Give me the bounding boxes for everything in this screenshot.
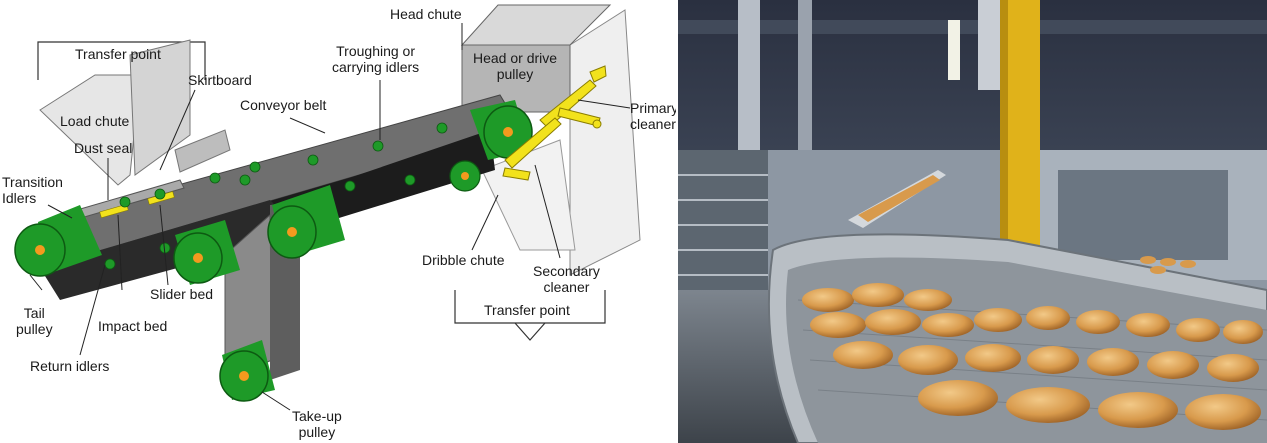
label-dribble-chute: Dribble chute	[422, 252, 505, 268]
impact-bed-bar	[99, 203, 129, 219]
carrying-idlers-icon	[119, 122, 448, 208]
label-head-chute: Head chute	[390, 6, 462, 22]
label-slider-bed: Slider bed	[150, 286, 214, 302]
return-pulley-icon	[173, 220, 240, 285]
head-chute-side	[569, 9, 641, 276]
label-dust-seal: Dust seal	[74, 140, 133, 156]
return-idlers-icon	[104, 174, 416, 270]
label-transfer-point-right: Transfer point	[484, 302, 570, 318]
transfer-point-bracket-left	[37, 41, 206, 80]
label-skirtboard: Skirtboard	[188, 72, 252, 88]
label-tail-pulley: Tail pulley	[16, 305, 53, 337]
label-return-idlers: Return idlers	[30, 358, 110, 374]
tail-pulley-icon	[14, 205, 102, 277]
transfer-point-pointer	[514, 322, 546, 341]
load-chute-left	[39, 74, 141, 186]
bakery-conveyor-photo	[678, 0, 1267, 443]
conveyor-diagram-drawing	[14, 4, 641, 411]
bend-pulley-icon	[267, 185, 345, 259]
label-primary-cleaner: Primary cleaner	[630, 100, 676, 132]
secondary-cleaner-icon	[502, 117, 562, 181]
head-pulley-icon	[470, 100, 533, 160]
label-load-chute: Load chute	[60, 113, 130, 129]
label-transfer-point-left: Transfer point	[75, 46, 161, 62]
leader-lines	[29, 23, 631, 411]
take-up-pulley-icon	[219, 340, 275, 402]
snub-pulley-icon	[449, 160, 481, 192]
label-impact-bed: Impact bed	[98, 318, 168, 334]
label-conveyor-belt: Conveyor belt	[240, 97, 327, 113]
label-transition-idlers: Transition Idlers	[2, 174, 63, 206]
bread-rolls-conveyor-icon	[678, 0, 1267, 443]
primary-cleaner-icon	[539, 65, 607, 129]
transfer-point-bracket-right	[454, 290, 606, 324]
dribble-chute	[481, 139, 576, 251]
load-chute-back	[129, 39, 191, 176]
label-takeup-pulley: Take-up pulley	[292, 408, 342, 440]
conveyor-diagram: Transfer point Skirtboard Load chute Dus…	[2, 4, 676, 440]
label-head-pulley: Head or drive pulley	[473, 50, 558, 82]
label-troughing-idlers: Troughing or carrying idlers	[332, 43, 420, 75]
skirtboard	[174, 129, 231, 173]
label-secondary-cleaner: Secondary cleaner	[533, 263, 600, 295]
